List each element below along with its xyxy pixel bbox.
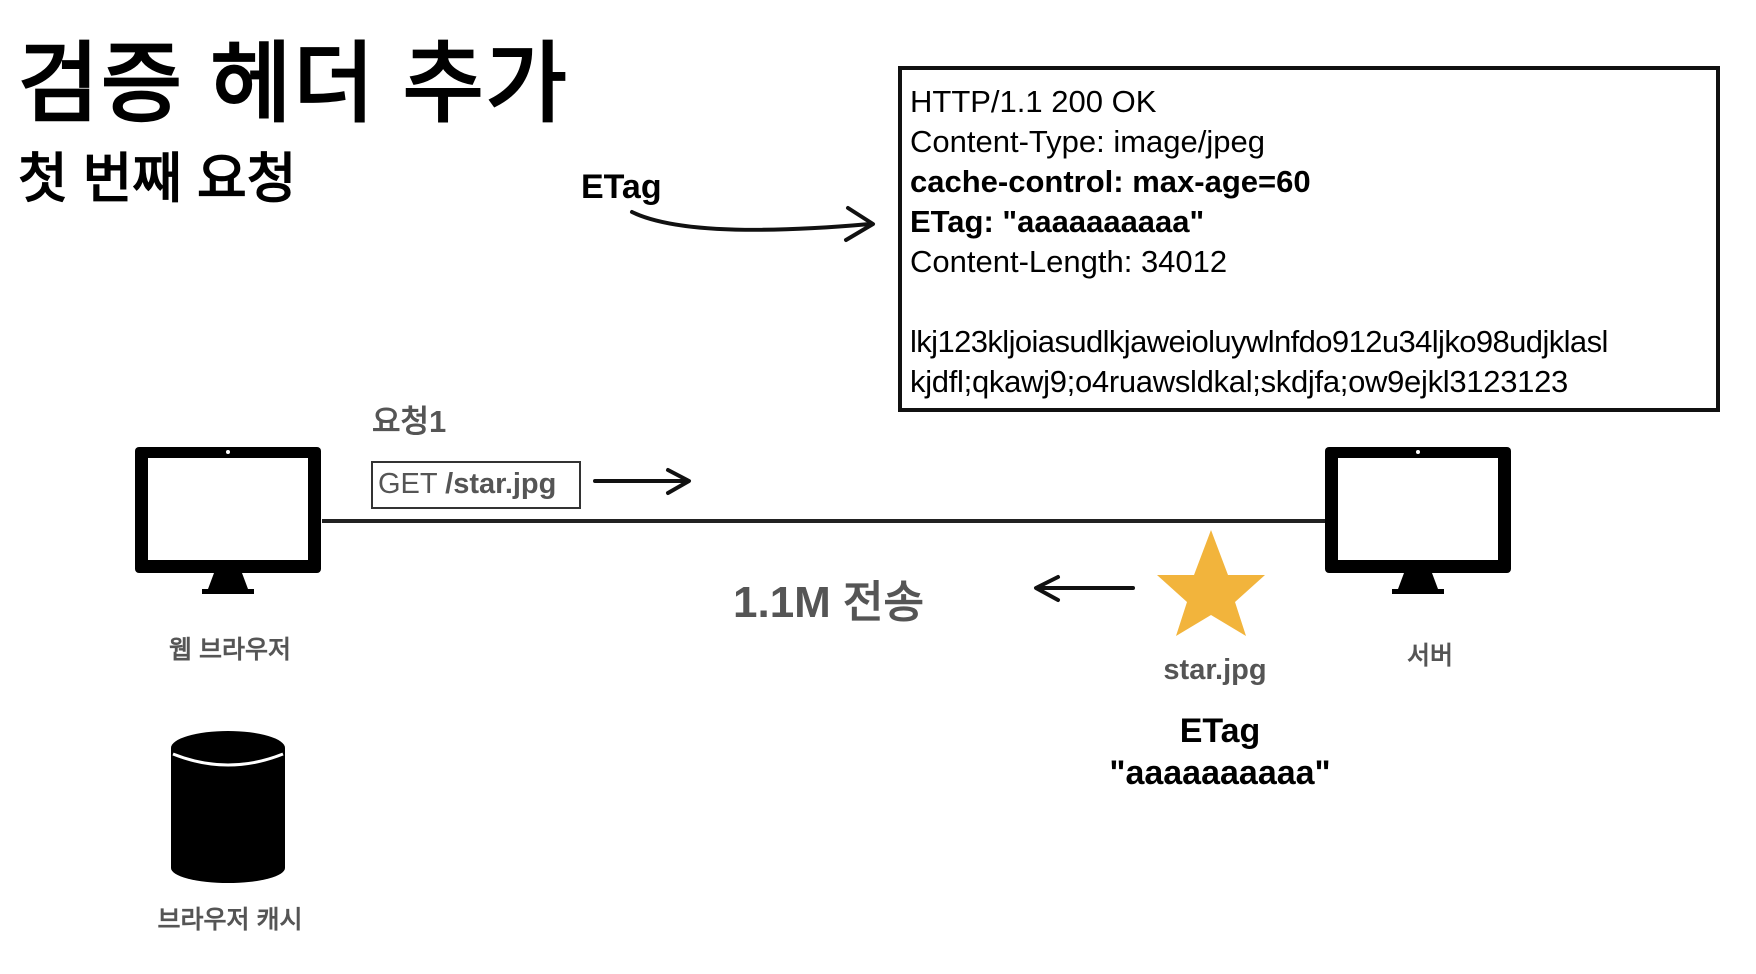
http-response-box: HTTP/1.1 200 OK Content-Type: image/jpeg…	[898, 66, 1720, 412]
request-arrowhead	[666, 468, 691, 495]
server-monitor-icon	[1325, 447, 1511, 594]
request-path: /star.jpg	[445, 468, 557, 500]
etag-arrow-label: ETag	[581, 168, 662, 206]
etag-curved-arrowhead	[844, 206, 875, 242]
client-label: 웹 브라우저	[169, 636, 291, 664]
server-etag-value: "aaaaaaaaaa"	[1109, 754, 1331, 792]
response-line-cache-control: cache-control: max-age=60	[910, 164, 1311, 199]
response-arrowhead	[1034, 575, 1060, 602]
server-etag-label: ETag	[1179, 712, 1261, 750]
response-line-content-type: Content-Type: image/jpeg	[910, 124, 1265, 159]
response-line-content-length: Content-Length: 34012	[910, 244, 1228, 279]
page-subtitle: 첫 번째 요청	[18, 149, 297, 209]
request-box: GET /star.jpg	[371, 461, 581, 509]
star-file-name: star.jpg	[1163, 654, 1267, 686]
star-icon	[1157, 530, 1265, 636]
request-method: GET	[378, 468, 438, 500]
database-icon	[171, 731, 285, 883]
client-monitor-icon	[135, 447, 321, 594]
transfer-size-label: 1.1M 전송	[733, 578, 925, 627]
response-body-line-2: kjdfl;qkawj9;o4ruawsldkal;skdjfa;ow9ejkl…	[910, 364, 1568, 399]
response-line-status: HTTP/1.1 200 OK	[910, 84, 1157, 119]
server-label: 서버	[1406, 642, 1453, 670]
response-line-etag: ETag: "aaaaaaaaaa"	[910, 204, 1205, 239]
cache-label: 브라우저 캐시	[157, 906, 303, 934]
response-body-line-1: lkj123kljoiasudlkjawe​ioluywlnfdo912u34l…	[910, 324, 1608, 359]
request-label: 요청1	[372, 404, 447, 439]
server-etag: ETag "aaaaaaaaaa"	[1100, 710, 1340, 794]
page-title: 검증 헤더 추가	[18, 34, 569, 133]
etag-curved-arrow	[630, 210, 872, 232]
